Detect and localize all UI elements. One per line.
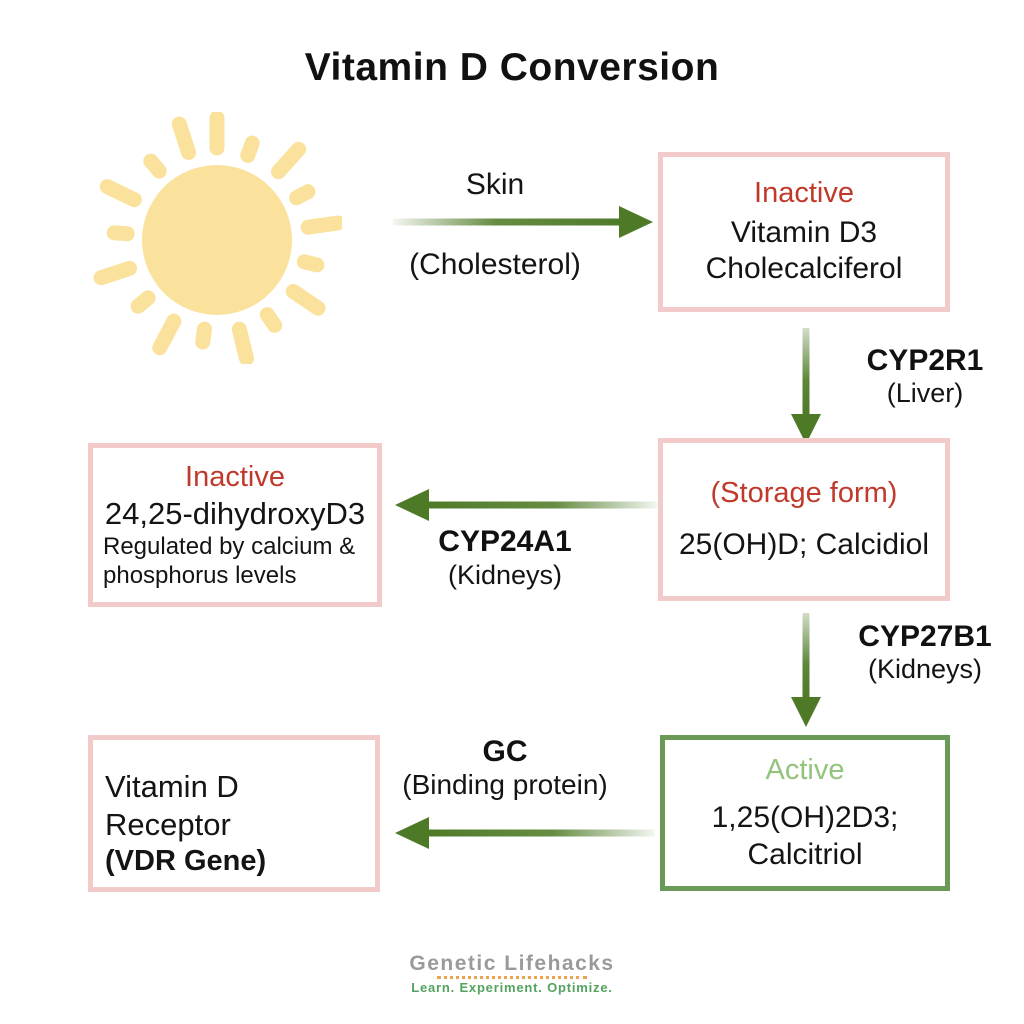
box-dihydroxy: Inactive 24,25-dihydroxyD3 Regulated by … xyxy=(88,443,382,607)
vitamin-d3-line1: Vitamin D3 xyxy=(730,215,878,249)
vitamin-d3-line2: Cholecalciferol xyxy=(705,252,903,286)
box-vitamin-d3: Inactive Vitamin D3 Cholecalciferol xyxy=(658,152,950,312)
dihydroxy-status: Inactive xyxy=(185,461,285,494)
box-calcidiol: (Storage form) 25(OH)D; Calcidiol xyxy=(658,438,950,601)
enzyme-cyp2r1: CYP2R1 xyxy=(866,344,984,377)
calcitriol-line2: Calcitriol xyxy=(747,837,863,871)
arrow-left-icon xyxy=(395,817,655,849)
dihydroxy-name: 24,25-dihydroxyD3 xyxy=(104,496,366,532)
vdr-line1: Vitamin D Receptor xyxy=(105,769,239,842)
sun-icon xyxy=(93,112,342,364)
dihydroxy-note2: phosphorus levels xyxy=(103,561,297,589)
dihydroxy-note1: Regulated by calcium & xyxy=(103,533,356,561)
arrow-down-icon xyxy=(791,328,821,444)
box-calcitriol: Active 1,25(OH)2D3; Calcitriol xyxy=(660,735,950,891)
enzyme-cyp24a1: CYP24A1 xyxy=(438,525,572,558)
vdr-line2: (VDR Gene) xyxy=(105,844,267,877)
enzyme-gc-organ: (Binding protein) xyxy=(402,769,608,800)
enzyme-cyp27b1: CYP27B1 xyxy=(858,620,992,653)
footer-brand: Genetic Lifehacks xyxy=(409,952,615,975)
cholesterol-label: (Cholesterol) xyxy=(409,248,581,281)
footer-dotted-divider xyxy=(437,976,587,979)
calcidiol-line1: 25(OH)D; Calcidiol xyxy=(678,527,930,561)
enzyme-cyp2r1-organ: (Liver) xyxy=(886,378,964,408)
arrow-left-icon xyxy=(395,489,658,521)
footer-tagline: Learn. Experiment. Optimize. xyxy=(411,980,613,995)
skin-label: Skin xyxy=(465,168,525,201)
arrow-right-icon xyxy=(393,206,653,238)
enzyme-gc: GC xyxy=(482,735,528,768)
enzyme-cyp27b1-organ: (Kidneys) xyxy=(867,654,983,684)
arrow-down-icon xyxy=(791,613,821,727)
enzyme-cyp24a1-organ: (Kidneys) xyxy=(447,560,563,590)
page-title: Vitamin D Conversion xyxy=(304,46,720,89)
calcidiol-status: (Storage form) xyxy=(710,476,898,509)
calcitriol-status: Active xyxy=(765,753,845,786)
box-vdr: Vitamin D Receptor (VDR Gene) xyxy=(88,735,380,892)
calcitriol-line1: 1,25(OH)2D3; xyxy=(711,801,899,835)
vitamin-d3-status: Inactive xyxy=(754,177,854,210)
